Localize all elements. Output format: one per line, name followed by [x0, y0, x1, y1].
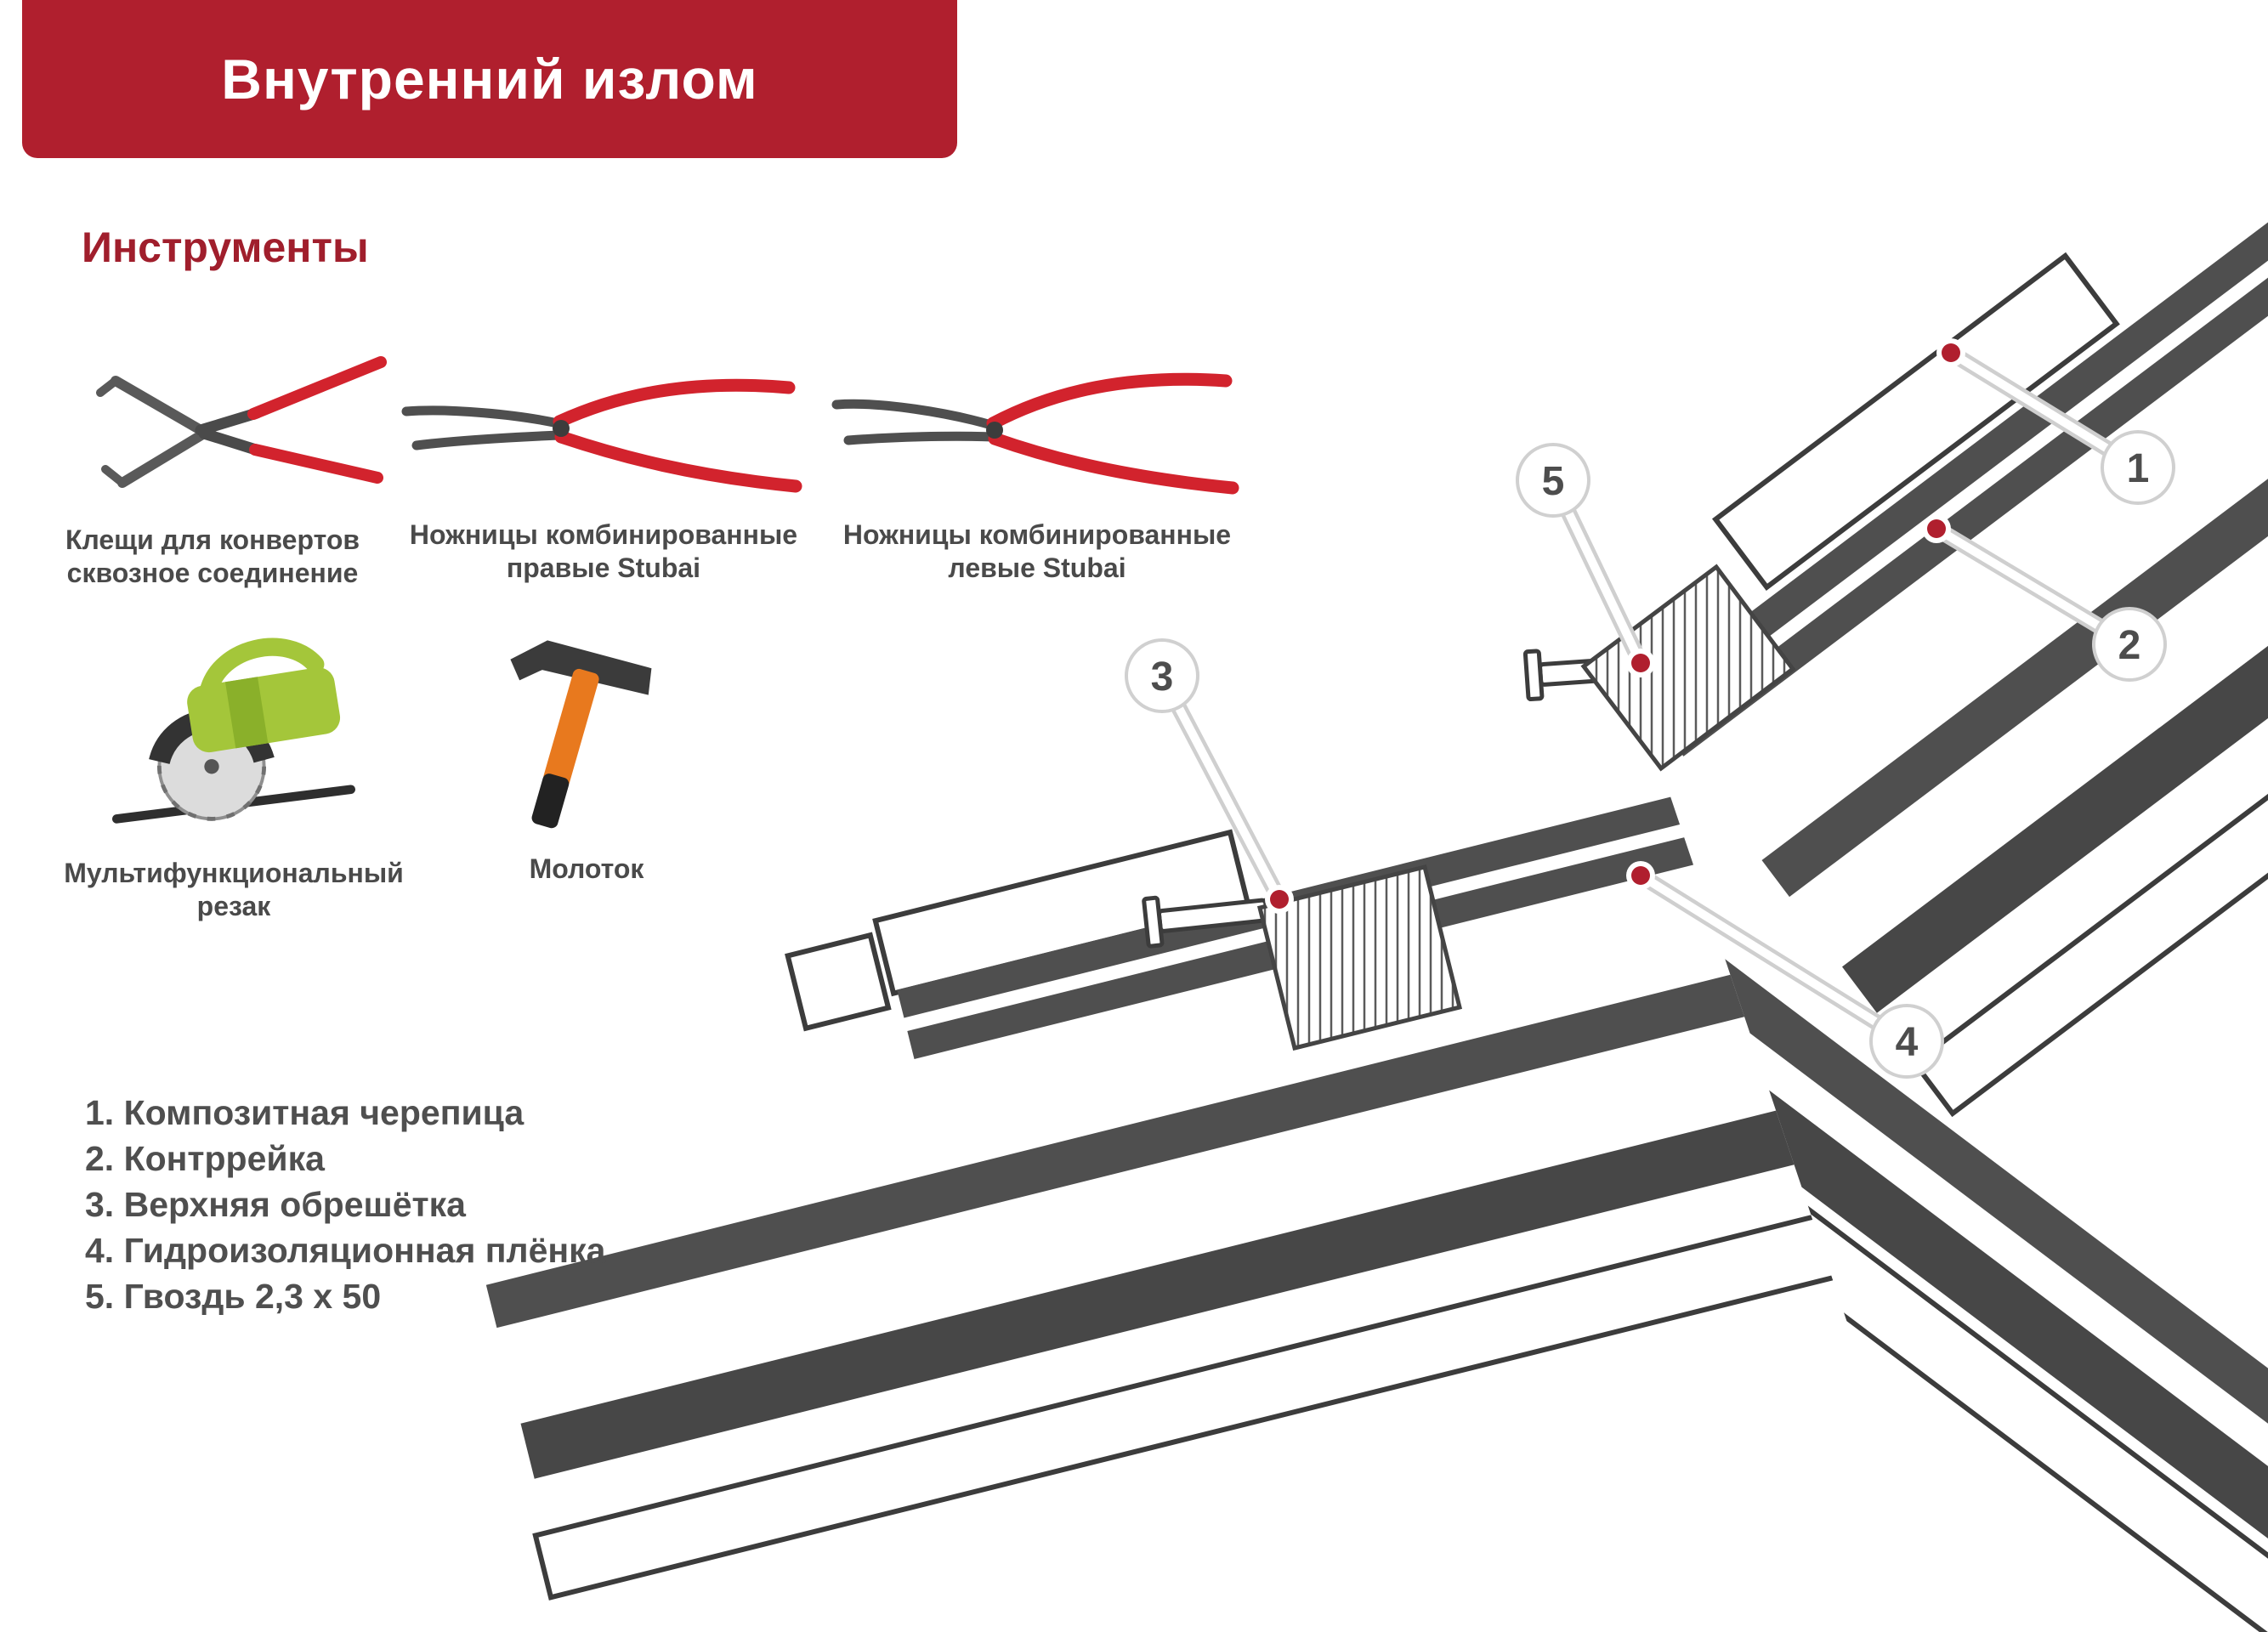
tool-caption-line2: левые Stubai: [948, 552, 1126, 584]
tool-caption-line1: Клещи для конвертов: [65, 524, 360, 555]
hatch-block-left: [1256, 864, 1463, 1051]
callout-1: 1: [2101, 430, 2175, 505]
callout-1-label: 1: [2127, 446, 2150, 491]
pliers-icon: [96, 356, 387, 488]
snips-right-icon: [401, 378, 802, 493]
callout-2: 2: [2092, 607, 2167, 682]
tool-caption: Ножницы комбинированные правые Stubai: [387, 518, 820, 585]
right-slope-layers: [1638, 133, 2268, 1118]
nail-icon: [1142, 895, 1269, 949]
tool-caption-line1: Молоток: [529, 853, 644, 884]
header-banner: Внутренний излом: [22, 0, 957, 158]
callout-4: 4: [1869, 1004, 1944, 1079]
tool-figure-snips-left: Ножницы комбинированные левые Stubai: [820, 342, 1254, 585]
page-title: Внутренний излом: [221, 48, 758, 110]
circular-saw-icon: [111, 638, 355, 824]
tool-caption-line2: правые Stubai: [506, 552, 701, 584]
callout-3: 3: [1125, 638, 1199, 713]
snips-left-icon: [831, 372, 1239, 495]
marker-dots: [1265, 338, 1965, 914]
tool-caption-line1: Мультифункциональный: [64, 858, 404, 888]
tool-caption-line2: резак: [196, 891, 271, 922]
tools-heading: Инструменты: [82, 224, 369, 271]
legend: 1. Композитная черепица 2. Контррейка 3.…: [85, 1090, 605, 1319]
tool-caption-line2: сквозное соединение: [66, 558, 359, 589]
legend-item: 5. Гвоздь 2,3 х 50: [85, 1277, 382, 1316]
legend-item: 3. Верхняя обрешётка: [85, 1185, 466, 1224]
hammer-icon: [510, 640, 652, 829]
callout-2-label: 2: [2118, 623, 2141, 668]
tool-caption: Клещи для конвертов сквозное соединение: [34, 524, 391, 590]
tool-figure-snips-right: Ножницы комбинированные правые Stubai: [387, 342, 820, 585]
legend-item: 1. Композитная черепица: [85, 1093, 524, 1132]
tool-caption: Мультифункциональный резак: [47, 857, 421, 923]
callout-5-label: 5: [1542, 459, 1565, 504]
tool-caption: Молоток: [442, 853, 731, 886]
legend-item: 4. Гидроизоляционная плёнка: [85, 1231, 606, 1270]
tool-caption-line1: Ножницы комбинированные: [842, 519, 1232, 550]
tool-figure-cutter: Мультифункциональный резак: [47, 629, 421, 923]
tool-figure-pliers: Клещи для конвертов сквозное соединение: [34, 338, 391, 590]
hatch-block-right: [1580, 564, 1796, 772]
tool-caption-line1: Ножницы комбинированные: [409, 519, 798, 550]
tool-figure-hammer: Молоток: [442, 625, 731, 886]
callout-5: 5: [1516, 443, 1590, 518]
tool-caption: Ножницы комбинированные левые Stubai: [820, 518, 1254, 585]
legend-item: 2. Контррейка: [85, 1139, 325, 1178]
callout-3-label: 3: [1151, 654, 1174, 700]
callout-4-label: 4: [1896, 1020, 1919, 1065]
